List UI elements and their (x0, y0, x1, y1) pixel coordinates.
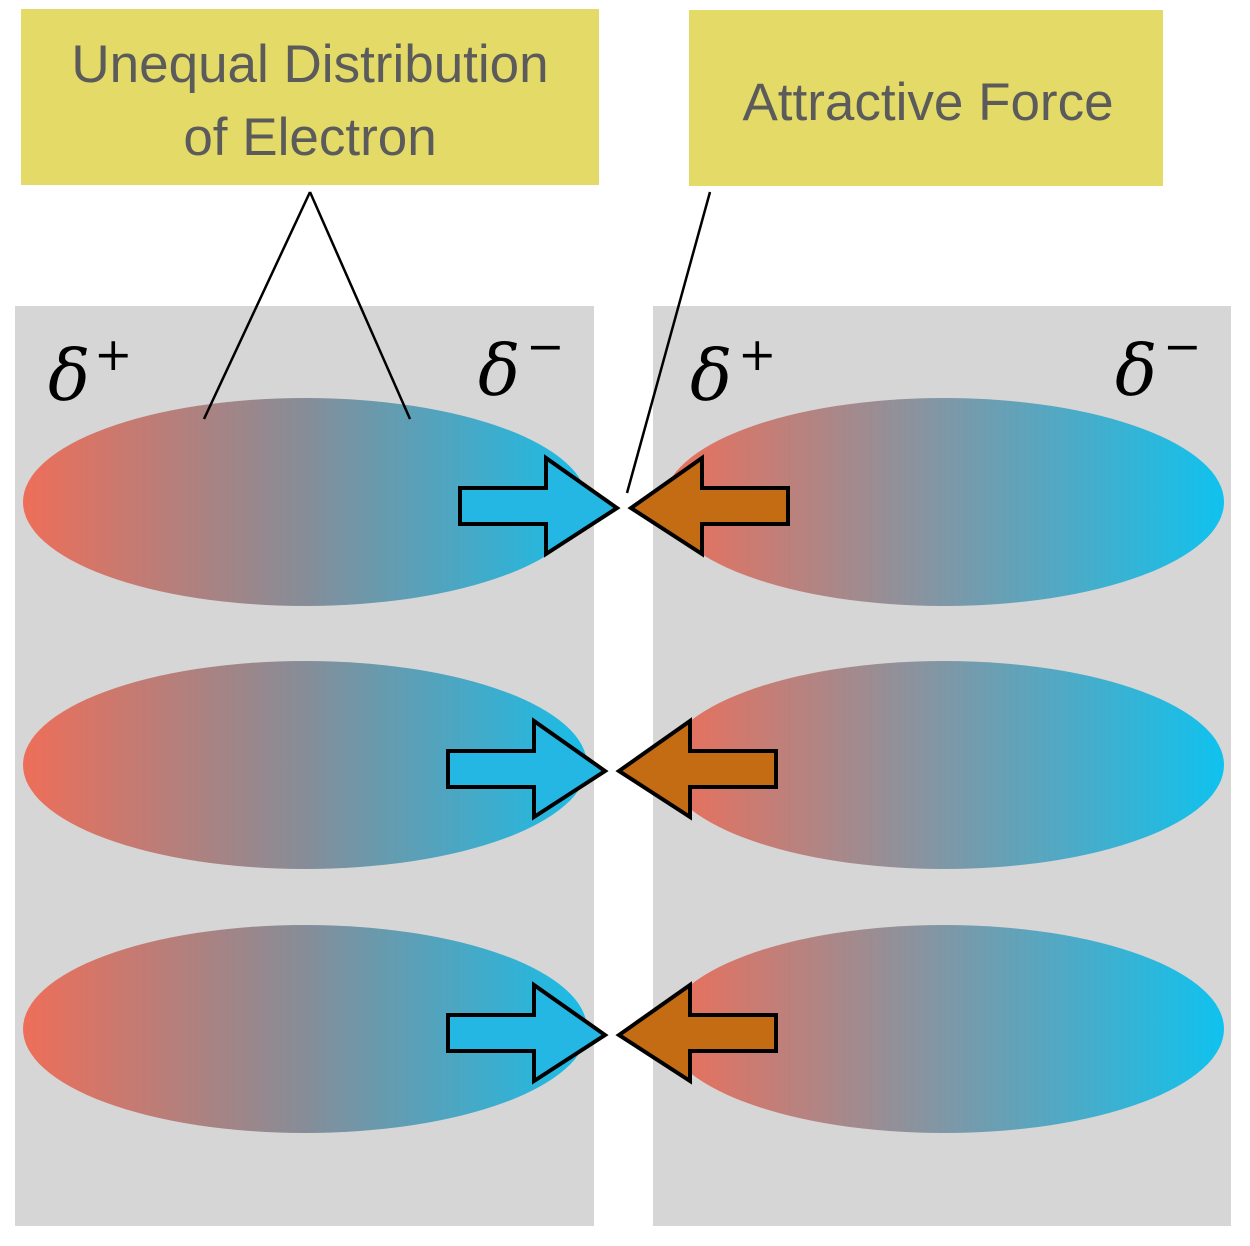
delta-symbol: δ (690, 335, 732, 417)
minus-sign: − (1163, 319, 1202, 373)
attraction-arrow-left (615, 981, 778, 1085)
molecules (23, 398, 1224, 1133)
callout-box-attractive-force (689, 10, 1163, 186)
charge-label-right-negative: δ − (1115, 319, 1202, 412)
leader-line-attractive-force (625, 191, 712, 494)
right-molecule-ellipse (664, 661, 1224, 869)
callout-attractive-force: Attractive Force (742, 73, 1113, 132)
charge-label-left-negative: δ − (478, 319, 565, 412)
minus-sign: − (526, 319, 565, 373)
delta-symbol: δ (1115, 330, 1157, 412)
leader-line-left-b (308, 191, 412, 420)
attraction-arrow-right (446, 981, 609, 1085)
callout-box-unequal-distribution (21, 9, 599, 185)
delta-symbol: δ (478, 330, 520, 412)
left-molecule-ellipse (23, 661, 587, 869)
leader-line-left-a (202, 191, 312, 420)
left-molecule-ellipse (23, 925, 587, 1133)
delta-symbol: δ (48, 335, 90, 417)
callout-unequal-distribution-line2: of Electron (183, 108, 436, 167)
left-molecule-ellipse (23, 398, 587, 606)
attraction-arrow-right (458, 454, 621, 558)
plus-sign: + (94, 327, 133, 381)
right-molecule-ellipse (664, 398, 1224, 606)
attraction-arrow-left (627, 454, 790, 558)
plus-sign: + (738, 327, 777, 381)
attraction-arrow-left (615, 717, 778, 821)
charge-label-right-positive: δ + (690, 327, 777, 417)
callout-unequal-distribution-line1: Unequal Distribution (71, 35, 548, 94)
attraction-arrow-right (446, 717, 609, 821)
right-molecule-ellipse (664, 925, 1224, 1133)
charge-label-left-positive: δ + (48, 327, 133, 417)
